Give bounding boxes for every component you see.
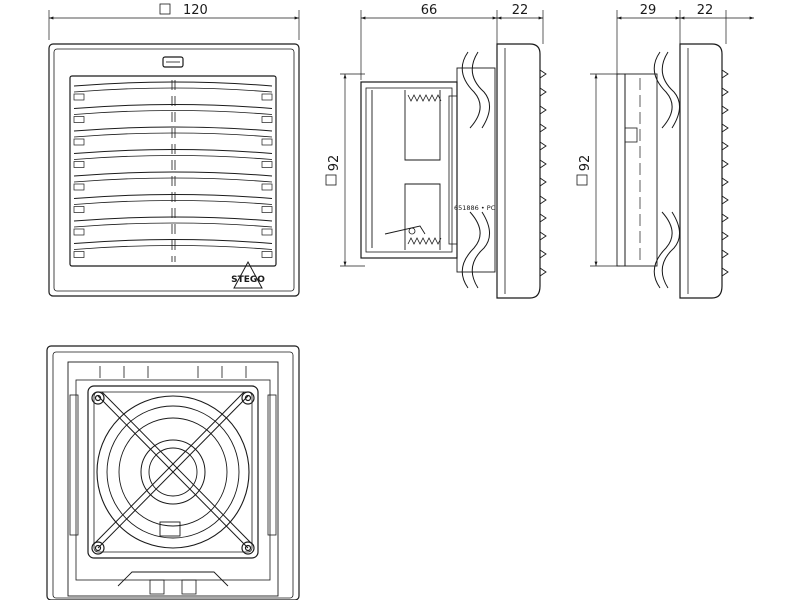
slat-clip <box>73 183 85 191</box>
fan-guard-outer <box>96 395 250 549</box>
dim-right-height: 92 <box>578 155 593 172</box>
dim-right-depth: 29 <box>640 3 657 18</box>
grille-teeth <box>539 69 547 277</box>
fan-housing <box>87 385 259 559</box>
grille-tooth <box>721 267 729 277</box>
grille-slat-edge <box>73 155 273 160</box>
rear-view <box>46 345 300 600</box>
grille-tooth <box>539 249 547 259</box>
grille-tooth <box>721 231 729 241</box>
spring <box>407 94 442 102</box>
grille-tooth <box>539 177 547 187</box>
grille-slat <box>73 171 273 177</box>
grille-tooth <box>721 123 729 133</box>
grille-tooth <box>721 105 729 115</box>
stego-logo-icon <box>233 260 263 289</box>
grille-tooth <box>539 159 547 169</box>
grille-slat-edge <box>73 177 273 183</box>
dim-side-depth: 66 <box>421 3 438 18</box>
grille-tooth <box>539 69 547 79</box>
dim-side-height: 92 <box>327 155 342 172</box>
grille-slat <box>73 126 273 132</box>
grille-tooth <box>721 69 729 79</box>
grille-slat-edge <box>73 222 273 228</box>
grille-slat-edge <box>73 110 273 115</box>
grille-tooth <box>539 195 547 205</box>
square-symbol-icon <box>159 3 171 15</box>
grille-slat <box>73 81 273 87</box>
connector <box>159 521 181 537</box>
slat-clip <box>73 251 85 258</box>
grille-tooth <box>539 123 547 133</box>
grille-tooth <box>721 249 729 259</box>
slat-clip <box>261 206 273 213</box>
slat-clip <box>261 93 273 101</box>
grille-tooth <box>721 141 729 151</box>
grille-teeth <box>721 69 729 277</box>
slat-clip <box>73 93 85 101</box>
slat-clip <box>73 228 85 236</box>
grille-slat <box>73 239 273 244</box>
slat-clip <box>73 161 85 168</box>
slat-clip <box>73 138 85 146</box>
part-code-label: 651886 • PC <box>454 204 496 212</box>
slat-clip <box>261 228 273 236</box>
slat-clip <box>261 251 273 258</box>
grille-tooth <box>539 87 547 97</box>
grille-tooth <box>721 213 729 223</box>
front-grille <box>69 75 277 267</box>
rear-frame <box>46 345 300 600</box>
grille-tooth <box>721 87 729 97</box>
grille-tooth <box>721 195 729 205</box>
dim-right-grille: 22 <box>697 3 714 18</box>
spring <box>407 237 442 245</box>
grille-slat <box>73 194 273 199</box>
grille-slat-edge <box>73 200 273 205</box>
square-symbol-icon <box>576 174 588 186</box>
screw-icon <box>91 541 105 555</box>
slat-clip <box>73 116 85 123</box>
grille-tooth <box>539 231 547 241</box>
front-frame <box>48 43 300 297</box>
fan-hub <box>148 447 198 497</box>
grille-slat-edge <box>73 87 273 93</box>
right-view: 29 22 92 <box>576 3 754 299</box>
slat-clip <box>261 183 273 191</box>
side-view: 66 22 92 651886 • PC <box>325 3 547 299</box>
grille-tooth <box>721 177 729 187</box>
screw-icon <box>241 541 255 555</box>
grille-slat <box>73 216 273 222</box>
grille-slat-edge <box>73 245 273 250</box>
grille-tooth <box>539 105 547 115</box>
screw-icon <box>91 391 105 405</box>
dim-front-width: 120 <box>183 3 208 18</box>
square-symbol-icon <box>325 174 337 186</box>
dim-side-grille: 22 <box>512 3 529 18</box>
slat-clip <box>261 138 273 146</box>
grille-slat-edge <box>73 132 273 138</box>
grille-tooth <box>539 213 547 223</box>
grille-slat <box>73 149 273 154</box>
grille-slats <box>73 81 273 258</box>
screw-icon <box>241 391 255 405</box>
slat-clip <box>261 161 273 168</box>
grille-tooth <box>721 159 729 169</box>
latch <box>162 56 184 68</box>
slat-clip <box>261 116 273 123</box>
grille-cover-side <box>496 43 541 299</box>
grille-tooth <box>539 141 547 151</box>
grille-cover-right <box>679 43 723 299</box>
brand-label: STEGO <box>231 275 265 285</box>
grille-slat <box>73 104 273 109</box>
slat-clip <box>73 206 85 213</box>
front-view: STEGO 120 <box>48 3 300 297</box>
grille-tooth <box>539 267 547 277</box>
